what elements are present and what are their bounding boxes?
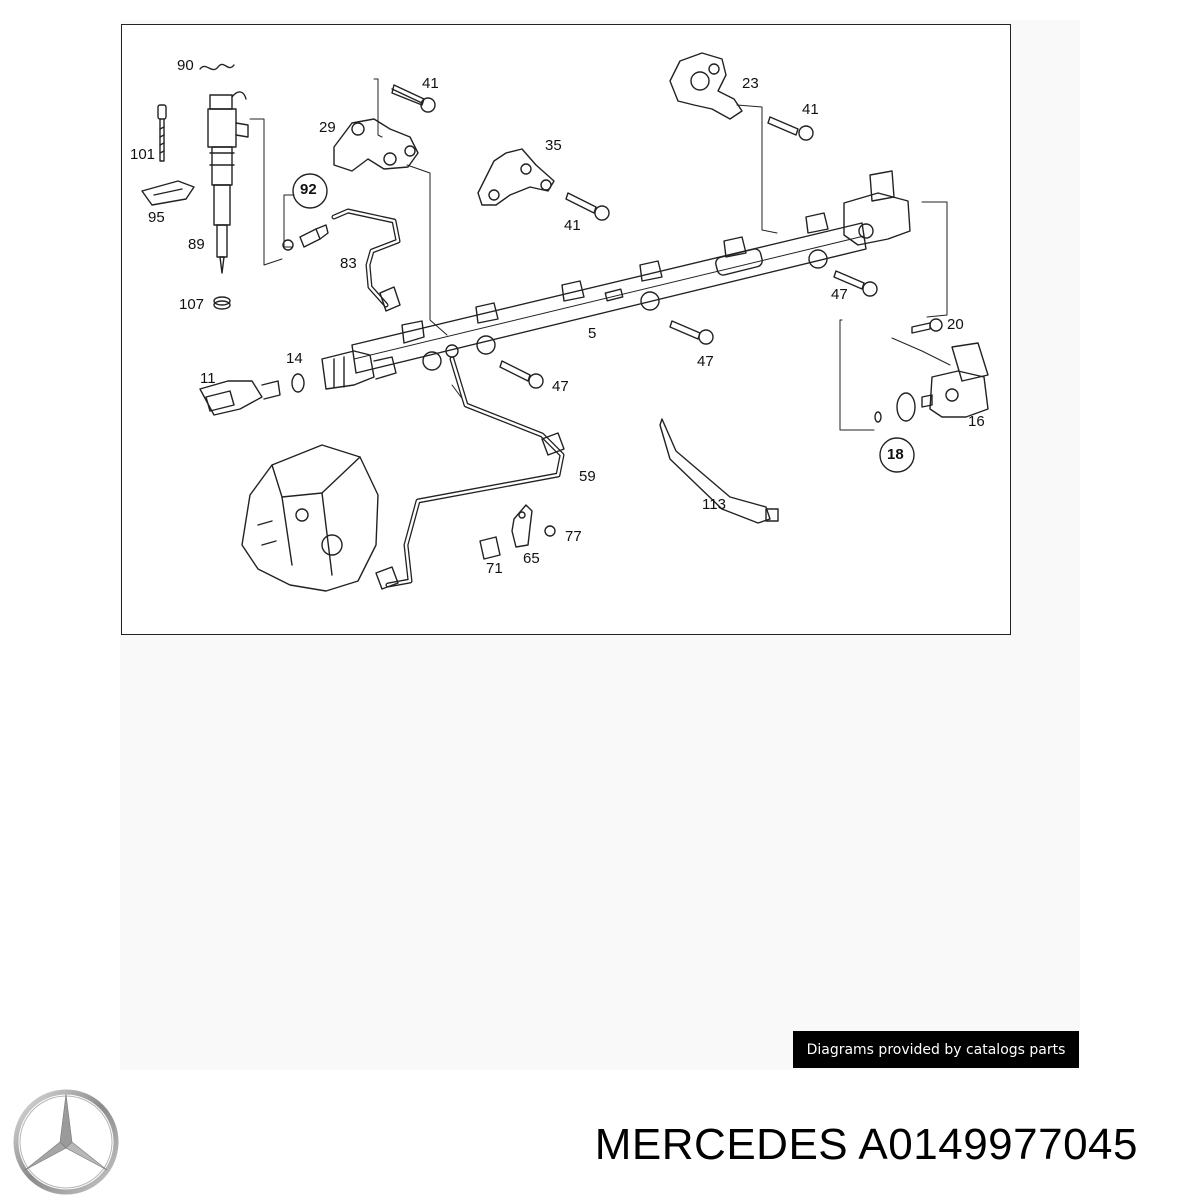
mercedes-star-icon	[13, 1089, 119, 1195]
callout-14: 14	[286, 350, 303, 367]
orings-18	[874, 392, 916, 423]
callout-circle-92	[292, 173, 328, 209]
callout-29: 29	[319, 119, 336, 136]
bolt-41a	[391, 84, 436, 113]
bolt-20	[911, 318, 943, 334]
sensor-11	[199, 380, 281, 416]
parts-diagram: 90 101 95 89 107 92 83 29 41 35 41 23 41…	[121, 24, 1011, 635]
callout-77: 77	[565, 528, 582, 545]
callout-92: 92	[300, 181, 317, 198]
nut-83	[379, 286, 401, 312]
callout-20: 20	[947, 316, 964, 333]
bolt-47c	[833, 270, 878, 297]
callout-11: 11	[200, 370, 216, 387]
callout-83: 83	[340, 255, 357, 272]
bolt-47a	[499, 360, 544, 389]
washer-14	[291, 373, 305, 393]
clamp-95	[141, 180, 195, 206]
callout-47c: 47	[552, 378, 569, 395]
callout-113: 113	[702, 496, 726, 513]
callout-16: 16	[968, 413, 985, 430]
line-83-inner	[332, 209, 400, 307]
callout-23: 23	[742, 75, 759, 92]
bolt-47b	[669, 320, 714, 345]
callout-90: 90	[177, 57, 194, 74]
bolt-101	[157, 104, 167, 162]
callout-65: 65	[523, 550, 540, 567]
rail-pressure-sensor	[321, 350, 397, 390]
callout-47b: 47	[697, 353, 714, 370]
union-92	[282, 224, 329, 251]
washer-107	[213, 296, 231, 310]
rail-end-valve	[843, 170, 911, 246]
bolt-41b	[565, 192, 610, 221]
callout-41b: 41	[564, 217, 581, 234]
callout-95: 95	[148, 209, 165, 226]
callout-47a: 47	[831, 286, 848, 303]
sleeve-71	[479, 536, 501, 560]
high-pressure-pump	[241, 444, 379, 592]
nut-59a	[541, 432, 565, 456]
nut-59b	[375, 566, 399, 590]
bracket-29	[333, 118, 419, 172]
cable-tie-113	[659, 418, 779, 524]
line-59-inner	[386, 357, 564, 587]
callout-5: 5	[588, 325, 597, 342]
callout-107: 107	[179, 296, 205, 313]
diagram-credit-badge: Diagrams provided by catalogs parts	[793, 1031, 1079, 1068]
callout-35: 35	[545, 137, 562, 154]
fuel-rail-exploded-view	[141, 52, 989, 592]
callout-18: 18	[887, 446, 904, 463]
clip-65	[511, 504, 533, 548]
bracket-23	[669, 52, 743, 120]
part-title: MERCEDES A0149977045	[594, 1120, 1138, 1169]
fuel-rail-5	[351, 212, 867, 374]
bolt-41c	[767, 116, 814, 141]
callout-41c: 41	[802, 101, 819, 118]
injector-89	[207, 91, 249, 274]
callout-101: 101	[130, 146, 156, 163]
callout-59: 59	[579, 468, 596, 485]
callout-71: 71	[486, 560, 503, 577]
callout-circle-18	[879, 437, 915, 473]
callout-41a: 41	[422, 75, 439, 92]
leader-lines	[249, 78, 951, 446]
callout-89: 89	[188, 236, 205, 253]
valve-16	[921, 342, 989, 418]
clip-90	[199, 63, 235, 71]
bolt-77	[544, 525, 556, 537]
